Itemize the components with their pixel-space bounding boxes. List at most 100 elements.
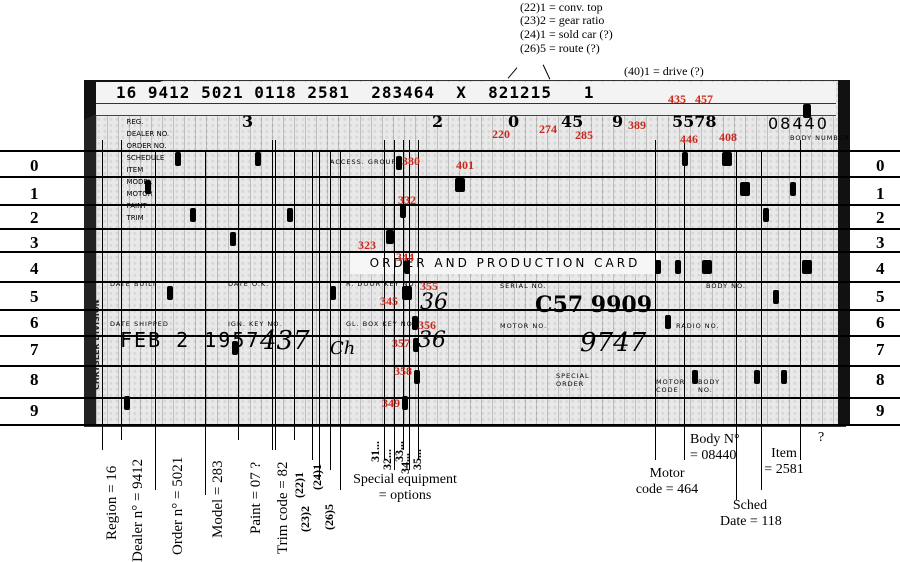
motor-no-label: MOTOR NO. — [500, 322, 548, 330]
label-trim: Trim code = 82 — [275, 461, 291, 555]
label-unknown: ? — [818, 430, 825, 445]
row-digit-1-right: 1 — [876, 184, 885, 203]
ign-key-suffix: Ch — [330, 338, 356, 359]
pointer-order — [205, 150, 207, 495]
pointer-23 — [319, 150, 321, 480]
glove-box-label: GL. BOX KEY NO. — [346, 320, 416, 328]
row-digit-8-right: 8 — [876, 370, 885, 389]
motor-line-1: Motor — [649, 466, 685, 481]
annotation-401: 401 — [456, 158, 474, 172]
card-right-edge — [838, 80, 850, 425]
annotation-274: 274 — [539, 122, 557, 136]
punch-hole — [740, 182, 750, 196]
annotation-435: 435 — [668, 92, 686, 106]
ign-key-value: 437 — [260, 326, 310, 356]
row-digit-4-right: 4 — [876, 259, 885, 278]
label-dealer: Dealer n° = 9412 — [130, 458, 146, 562]
row-line — [0, 365, 900, 367]
row-line — [0, 281, 900, 283]
punch-hole — [330, 286, 336, 300]
motor-code-label: MOTOR CODE — [656, 378, 686, 394]
item-line-1: Item — [771, 446, 797, 461]
punch-hole — [175, 152, 181, 166]
pointer-sched2 — [761, 150, 763, 490]
label-motor-code: Motor code = 464 — [632, 466, 702, 498]
annotation-323: 323 — [358, 238, 376, 252]
row-digit-9-right: 9 — [876, 401, 885, 420]
row-digit-2-left: 2 — [30, 208, 39, 227]
body-number-value: 08440 — [768, 114, 829, 133]
body-line-2: = 08440 — [690, 448, 737, 463]
punch-hole — [190, 208, 196, 222]
pointer-region — [102, 140, 104, 450]
label-item: Item = 2581 — [762, 446, 806, 478]
punch-hole — [402, 396, 408, 410]
pointer-model — [238, 150, 240, 440]
pointer-line — [542, 64, 551, 80]
punch-hole — [145, 180, 151, 194]
pointer-22 — [312, 150, 314, 460]
body-no-label: BODY NO. — [706, 282, 746, 290]
punch-hole — [702, 260, 712, 274]
row-digit-5-left: 5 — [30, 287, 39, 306]
annotation-345: 345 — [380, 294, 398, 308]
body-line-1: Body N° — [690, 432, 740, 447]
annotation-355: 355 — [420, 279, 438, 293]
label-22: (22)1 — [292, 472, 306, 498]
value-2: 2 — [432, 112, 444, 131]
annotation-344: 344 — [396, 250, 414, 264]
glove-box-value: 36 — [418, 328, 446, 353]
note-sold-car: (24)1 = sold car (?) — [520, 27, 613, 41]
annotation-357: 357 — [392, 336, 410, 350]
row-digit-7-right: 7 — [876, 340, 885, 359]
pointer-32 — [394, 140, 396, 470]
hdr-schedule: SCHEDULE — [126, 154, 165, 162]
annotation-446: 446 — [680, 132, 698, 146]
hdr-motor: MOTOR — [126, 190, 153, 198]
row-digit-4-left: 4 — [30, 259, 39, 278]
pointer-26 — [340, 150, 342, 490]
row-digit-3-left: 3 — [30, 233, 39, 252]
punch-hole — [402, 286, 412, 300]
label-24: (24)1 — [310, 464, 324, 490]
pointer-paint — [272, 140, 274, 450]
value-5578: 5578 — [672, 112, 717, 131]
pointer-35 — [418, 140, 420, 460]
side-label: CHRYSLER DIVISION — [92, 299, 101, 390]
item-line-2: = 2581 — [764, 462, 804, 477]
hdr-model: MODEL — [126, 178, 152, 186]
note-gear-ratio: (23)2 = gear ratio — [520, 13, 605, 27]
punch-hole — [232, 341, 238, 355]
annotation-457: 457 — [695, 92, 713, 106]
sched-line-1: Sched — [732, 498, 768, 513]
row-digit-8-left: 8 — [30, 370, 39, 389]
date-shipped-label: DATE SHIPPED — [110, 320, 169, 328]
punch-hole — [400, 204, 406, 218]
pointer-item — [800, 140, 802, 460]
serial-value: C57 9909 — [535, 292, 653, 318]
hdr-reg: REG. — [126, 118, 144, 126]
pointer-31 — [384, 140, 386, 460]
special-line-2: = options — [378, 488, 432, 503]
row-digit-2-right: 2 — [876, 208, 885, 227]
value-0: 0 — [508, 112, 520, 131]
annotation-389: 389 — [628, 118, 646, 132]
punch-hole — [763, 208, 769, 222]
door-key-label: R. DOOR KEY NO. — [346, 280, 418, 288]
label-special-equipment: Special equipment = options — [345, 472, 465, 504]
pointer-paint2 — [275, 140, 277, 450]
row-digit-1-left: 1 — [30, 184, 39, 203]
value-3: 3 — [242, 112, 254, 131]
date-ok-label: DATE O.K. — [228, 280, 270, 288]
pointer-motor-code — [655, 140, 657, 460]
date-built-label: DATE BUILT — [110, 280, 157, 288]
punch-hole — [781, 370, 787, 384]
annotation-408: 408 — [719, 130, 737, 144]
pointer-dealer — [121, 140, 123, 440]
punch-hole — [413, 338, 419, 352]
pointer-dealer2 — [155, 150, 157, 490]
punch-hole — [455, 178, 465, 192]
hdr-dealer: DEALER NO. — [126, 130, 170, 138]
special-order-label: SPECIAL ORDER — [556, 372, 590, 388]
row-digit-5-right: 5 — [876, 287, 885, 306]
